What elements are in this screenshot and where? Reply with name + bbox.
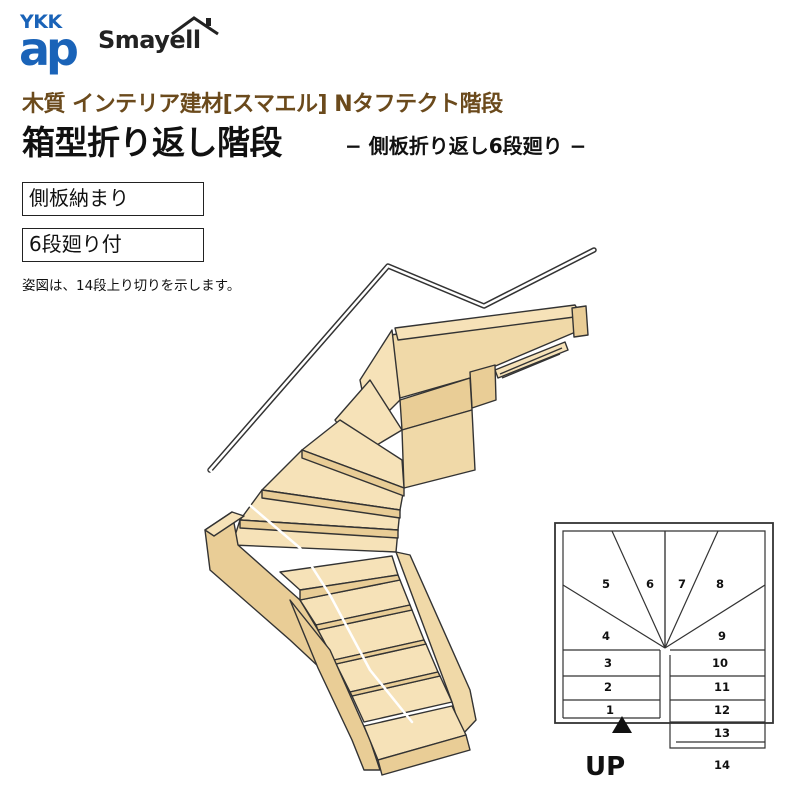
step-number-10: 10 <box>712 656 728 670</box>
winder-risers <box>239 449 405 539</box>
tag-side-panel: 側板納まり <box>22 182 204 216</box>
step-number-4: 4 <box>602 629 610 643</box>
step-number-3: 3 <box>604 656 612 670</box>
step-number-8: 8 <box>716 577 724 591</box>
handrail-fill-lower <box>208 468 414 724</box>
page-title: 箱型折り返し階段 <box>22 123 283 162</box>
step-number-5: 5 <box>602 577 610 591</box>
step-number-7: 7 <box>678 577 686 591</box>
ap-logo-text: ap <box>19 22 79 76</box>
step-number-2: 2 <box>604 680 612 694</box>
lower-inner-stringer <box>395 551 477 736</box>
plan-outer-frame <box>554 522 774 724</box>
product-subtitle: 木質 インテリア建材[スマエル] Nタフテクト階段 <box>22 92 503 117</box>
ykk-ap-logo: YKK ap <box>19 11 80 76</box>
step-number-9: 9 <box>718 629 726 643</box>
outer-side-top <box>204 511 245 537</box>
title-suffix: − 側板折り返し6段廻り − <box>345 134 587 158</box>
upper-end-post <box>571 305 589 338</box>
tag-six-winders: 6段廻り付 <box>22 228 204 262</box>
smayell-logo: Smayell <box>98 26 201 54</box>
ykk-logo-text: YKK <box>20 11 62 33</box>
step-number-6: 6 <box>646 577 654 591</box>
step-number-14: 14 <box>714 758 730 772</box>
lower-risers <box>299 574 441 697</box>
upper-inner-panel-2 <box>401 409 476 489</box>
bottom-step-front <box>377 734 471 776</box>
handrail-fill <box>208 248 596 472</box>
up-label: UP <box>585 752 626 782</box>
step-number-11: 11 <box>714 680 730 694</box>
illustration-note: 姿図は、14段上り切りを示します。 <box>22 278 241 294</box>
step-number-12: 12 <box>714 703 730 717</box>
house-roof-icon <box>171 16 219 36</box>
up-arrow-icon <box>612 716 632 733</box>
plan-inner-frame <box>562 530 766 749</box>
upper-step-grooves <box>499 347 563 379</box>
lower-outer-stringer <box>289 599 381 771</box>
step-number-13: 13 <box>714 726 730 740</box>
step-number-1: 1 <box>606 703 614 717</box>
